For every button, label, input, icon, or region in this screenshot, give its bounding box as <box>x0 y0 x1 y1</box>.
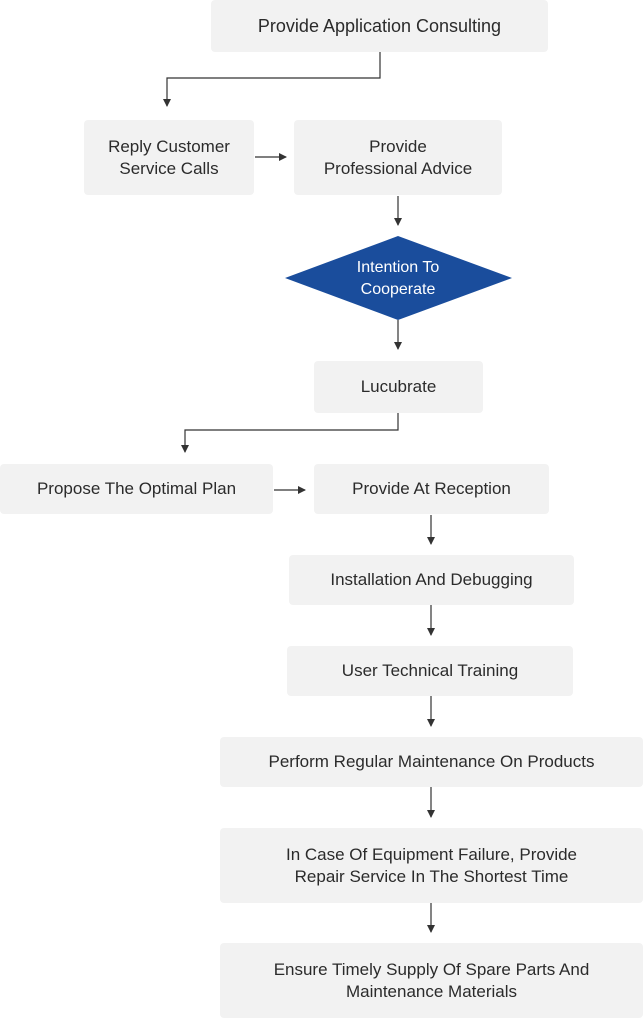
node-reception: Provide At Reception <box>314 464 549 514</box>
node-professional-advice-label: Provide Professional Advice <box>323 136 473 178</box>
node-spare-parts-label: Ensure Timely Supply Of Spare Parts And … <box>273 959 590 1001</box>
node-intention-label: Intention To Cooperate <box>356 259 440 298</box>
node-reply-calls-label: Reply Customer Service Calls <box>108 136 230 178</box>
node-training: User Technical Training <box>287 646 573 696</box>
node-professional-advice: Provide Professional Advice <box>294 120 502 195</box>
node-repair-label: In Case Of Equipment Failure, Provide Re… <box>285 844 578 886</box>
intention-diamond <box>285 236 512 320</box>
node-maintenance: Perform Regular Maintenance On Products <box>220 737 643 787</box>
node-optimal-plan: Propose The Optimal Plan <box>0 464 273 514</box>
connector-lucubrate-to-plan <box>181 413 399 453</box>
node-consulting: Provide Application Consulting <box>211 0 548 52</box>
node-maintenance-label: Perform Regular Maintenance On Products <box>268 752 595 771</box>
node-lucubrate-label: Lucubrate <box>360 377 437 396</box>
node-reply-calls: Reply Customer Service Calls <box>84 120 254 195</box>
node-repair: In Case Of Equipment Failure, Provide Re… <box>220 828 643 903</box>
node-installation: Installation And Debugging <box>289 555 574 605</box>
node-training-label: User Technical Training <box>341 661 519 680</box>
node-consulting-label: Provide Application Consulting <box>257 16 502 36</box>
connector-consulting-to-reply <box>163 52 381 107</box>
node-lucubrate: Lucubrate <box>314 361 483 413</box>
node-installation-label: Installation And Debugging <box>330 570 533 589</box>
node-optimal-plan-label: Propose The Optimal Plan <box>36 479 237 498</box>
node-spare-parts: Ensure Timely Supply Of Spare Parts And … <box>220 943 643 1018</box>
node-reception-label: Provide At Reception <box>352 479 511 498</box>
